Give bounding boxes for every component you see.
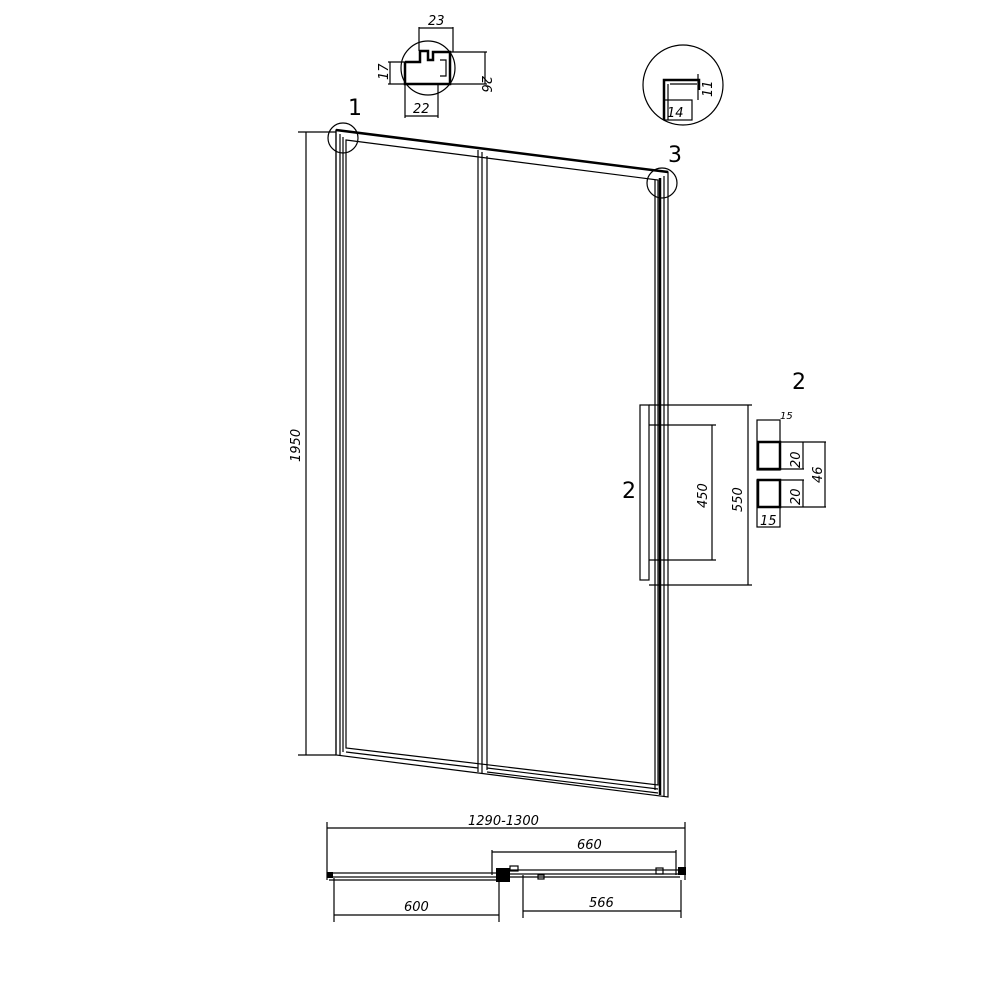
dimension-label: 1950 bbox=[289, 429, 304, 462]
dimension-label: 14 bbox=[667, 106, 684, 121]
callout-1: 1 bbox=[348, 96, 362, 121]
dimension-label: 1290-1300 bbox=[468, 814, 539, 829]
inner-frame bbox=[345, 139, 659, 786]
dimension-label: 15 bbox=[780, 411, 793, 422]
callout-2-top: 2 bbox=[792, 370, 806, 395]
plan-view: 1290-1300 660 600 566 bbox=[326, 814, 686, 922]
outer-frame bbox=[335, 129, 669, 798]
detail-1-circle bbox=[327, 122, 359, 154]
dimension-label: 20 bbox=[789, 488, 804, 505]
dimension-label: 20 bbox=[789, 451, 804, 468]
dimension-label: 660 bbox=[577, 838, 602, 853]
callout-2-side: 2 bbox=[622, 479, 636, 504]
door-elevation bbox=[335, 128, 669, 798]
dimension-label: 566 bbox=[589, 896, 614, 911]
dimension-label: 22 bbox=[413, 102, 430, 117]
dimension-label: 600 bbox=[404, 900, 429, 915]
dimension-label: 11 bbox=[701, 80, 716, 97]
dimension-label: 26 bbox=[478, 76, 493, 93]
dimension-label: 450 bbox=[696, 483, 711, 508]
dimension-label: 550 bbox=[731, 487, 746, 512]
detail-2: 2 15 20 20 46 15 bbox=[756, 370, 826, 529]
callout-3: 3 bbox=[668, 143, 682, 168]
handle: 450 550 2 bbox=[622, 404, 752, 586]
dimension-label: 23 bbox=[428, 14, 445, 29]
detail-1: 23 26 17 22 bbox=[377, 14, 493, 118]
detail-3: 14 11 bbox=[642, 44, 724, 126]
dimension-label: 15 bbox=[760, 514, 777, 529]
height-dimension: 1950 bbox=[289, 131, 336, 756]
dimension-label: 17 bbox=[377, 63, 392, 80]
dimension-label: 46 bbox=[811, 466, 826, 483]
detail-3-circle bbox=[646, 167, 678, 199]
